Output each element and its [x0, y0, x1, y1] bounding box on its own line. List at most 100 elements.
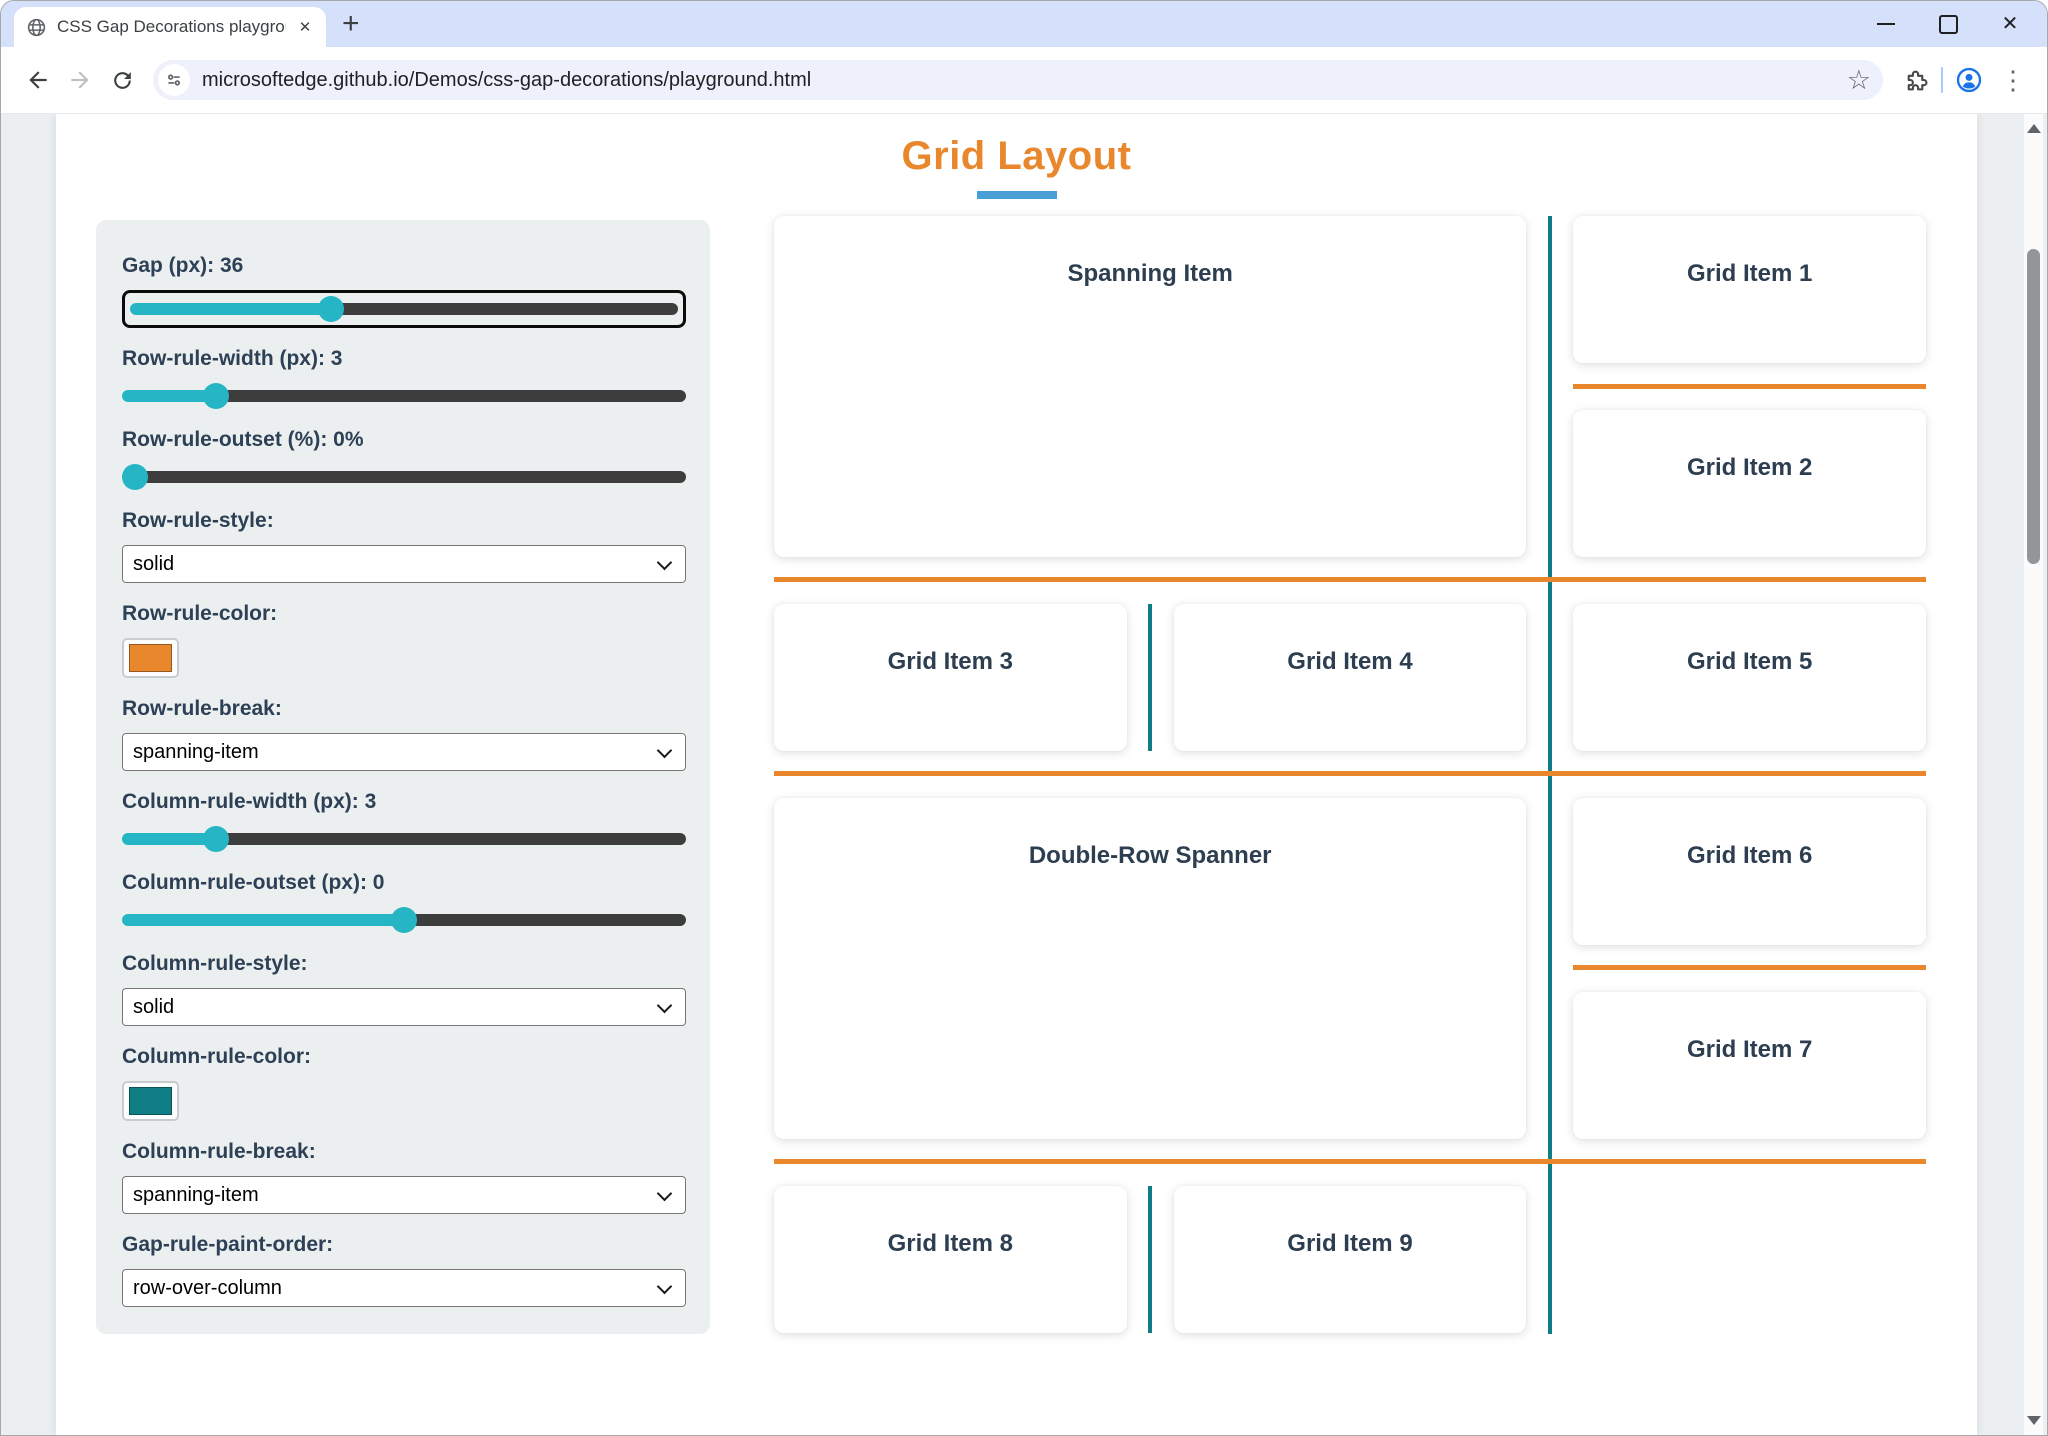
- tab-strip: CSS Gap Decorations playgroun ✕ + ✕: [1, 1, 2047, 47]
- row-rule-full-a: [774, 577, 1926, 582]
- column-rule-break-control: Column-rule-break: spanning-item: [122, 1140, 686, 1214]
- page-title: Grid Layout: [901, 134, 1132, 178]
- scrollbar-down-arrow-icon[interactable]: [2027, 1416, 2041, 1425]
- row-rule-outset-label: Row-rule-outset (%): 0%: [122, 428, 364, 451]
- gap-slider-focus-ring: [122, 290, 686, 328]
- maximize-button[interactable]: [1917, 1, 1979, 47]
- grid-card-5: Grid Item 5: [1573, 604, 1926, 751]
- grid-card-9: Grid Item 9: [1173, 1186, 1527, 1333]
- grid-card-3: Grid Item 3: [774, 604, 1127, 751]
- browser-tab[interactable]: CSS Gap Decorations playgroun ✕: [14, 7, 326, 47]
- close-button[interactable]: ✕: [2001, 13, 2019, 35]
- scrollbar-up-arrow-icon[interactable]: [2027, 124, 2041, 133]
- row-rule-width-slider[interactable]: [122, 383, 686, 409]
- row-rule-color-swatch: [129, 644, 172, 672]
- window-controls: ✕: [1855, 1, 2041, 47]
- column-rule-row6: [1148, 1186, 1152, 1333]
- grid-card-4: Grid Item 4: [1173, 604, 1527, 751]
- column-rule-outset-slider[interactable]: [122, 907, 686, 933]
- back-icon: [29, 71, 47, 89]
- site-info-button[interactable]: [158, 64, 190, 96]
- page-area: Grid Layout Gap (px): 36 Row-rule-width …: [1, 114, 2047, 1435]
- row-rule-style-select[interactable]: solid: [122, 545, 686, 583]
- maximize-icon: [1938, 14, 1958, 34]
- scrollbar-thumb[interactable]: [2027, 249, 2040, 564]
- page-content: Grid Layout Gap (px): 36 Row-rule-width …: [56, 114, 1977, 1435]
- browser-toolbar: microsoftedge.github.io/Demos/css-gap-de…: [1, 47, 2047, 114]
- tab-title: CSS Gap Decorations playgroun: [57, 17, 286, 36]
- column-rule-style-label: Column-rule-style:: [122, 952, 308, 975]
- reload-button[interactable]: [101, 59, 143, 101]
- row-rule-color-control: Row-rule-color:: [122, 602, 686, 678]
- main-layout: Gap (px): 36 Row-rule-width (px): 3 Row-…: [56, 216, 1977, 1334]
- vertical-scrollbar[interactable]: [2023, 114, 2043, 1435]
- grid-card-8: Grid Item 8: [774, 1186, 1127, 1333]
- column-rule-width-slider[interactable]: [122, 826, 686, 852]
- bookmark-star-icon[interactable]: ☆: [1846, 64, 1871, 95]
- row-rule-style-select-wrap: solid: [122, 545, 686, 583]
- gap-rule-paint-order-label: Gap-rule-paint-order:: [122, 1233, 334, 1256]
- row-rule-break-select[interactable]: spanning-item: [122, 733, 686, 771]
- column-rule-color-swatch: [129, 1087, 172, 1115]
- title-underline: [976, 191, 1057, 199]
- row-rule-width-label: Row-rule-width (px): 3: [122, 347, 343, 370]
- back-button[interactable]: [17, 59, 59, 101]
- row-rule-outset-slider[interactable]: [122, 464, 686, 490]
- column-rule-style-select-wrap: solid: [122, 988, 686, 1026]
- toolbar-separator: [1941, 67, 1943, 93]
- row-rule-full-c: [774, 1159, 1926, 1164]
- row-rule-color-label: Row-rule-color:: [122, 602, 278, 625]
- puzzle-icon: [1907, 70, 1927, 90]
- gap-control: Gap (px): 36: [122, 254, 686, 328]
- profile-avatar-icon: [1956, 67, 1982, 93]
- url-bar[interactable]: microsoftedge.github.io/Demos/css-gap-de…: [153, 60, 1883, 100]
- gap-rule-paint-order-control: Gap-rule-paint-order: row-over-column: [122, 1233, 686, 1307]
- column-rule-style-select[interactable]: solid: [122, 988, 686, 1026]
- column-rule-break-select[interactable]: spanning-item: [122, 1176, 686, 1214]
- globe-favicon-icon: [27, 18, 46, 36]
- forward-icon: [71, 71, 89, 89]
- row-rule-style-label: Row-rule-style:: [122, 509, 274, 532]
- browser-menu-button[interactable]: ⋮: [2000, 65, 2026, 95]
- row-rule-width-control: Row-rule-width (px): 3: [122, 347, 686, 409]
- new-tab-button[interactable]: +: [342, 7, 360, 40]
- gap-rule-paint-order-select[interactable]: row-over-column: [122, 1269, 686, 1307]
- column-rule-style-control: Column-rule-style: solid: [122, 952, 686, 1026]
- forward-button[interactable]: [59, 59, 101, 101]
- column-rule-width-label: Column-rule-width (px): 3: [122, 790, 377, 813]
- column-rule-outset-label: Column-rule-outset (px): 0: [122, 871, 385, 894]
- column-rule-color-control: Column-rule-color:: [122, 1045, 686, 1121]
- extensions-button[interactable]: [1893, 58, 1937, 102]
- url-text[interactable]: microsoftedge.github.io/Demos/css-gap-de…: [202, 68, 812, 91]
- grid-card-double-row-spanner: Double-Row Spanner: [774, 798, 1527, 1139]
- minimize-icon: [1877, 23, 1895, 25]
- column-rule-color-label: Column-rule-color:: [122, 1045, 311, 1068]
- grid-container: Spanning Item Grid Item 1 Grid Item 2 Gr…: [774, 216, 1926, 1334]
- grid-card-2: Grid Item 2: [1573, 410, 1926, 557]
- reload-icon: [113, 71, 131, 89]
- row-rule-break-control: Row-rule-break: spanning-item: [122, 697, 686, 771]
- gap-slider[interactable]: [130, 296, 678, 322]
- column-rule-row3: [1148, 604, 1152, 751]
- grid-card-spanning-item: Spanning Item: [774, 216, 1527, 557]
- row-rule-outset-control: Row-rule-outset (%): 0%: [122, 428, 686, 490]
- grid-card-7: Grid Item 7: [1573, 992, 1926, 1139]
- row-rule-col3-a: [1573, 384, 1926, 389]
- gap-label: Gap (px): 36: [122, 254, 244, 277]
- column-rule-outset-control: Column-rule-outset (px): 0: [122, 871, 686, 933]
- gap-rule-paint-order-select-wrap: row-over-column: [122, 1269, 686, 1307]
- column-rule-break-label: Column-rule-break:: [122, 1140, 316, 1163]
- row-rule-break-select-wrap: spanning-item: [122, 733, 686, 771]
- row-rule-col3-b: [1573, 965, 1926, 970]
- tab-close-icon[interactable]: ✕: [298, 19, 312, 36]
- profile-button[interactable]: [1947, 58, 1991, 102]
- row-rule-color-picker[interactable]: [122, 638, 179, 678]
- grid-card-1: Grid Item 1: [1573, 216, 1926, 363]
- column-rule-width-control: Column-rule-width (px): 3: [122, 790, 686, 852]
- grid-playground: Spanning Item Grid Item 1 Grid Item 2 Gr…: [774, 216, 1926, 1334]
- minimize-button[interactable]: [1855, 1, 1917, 47]
- row-rule-style-control: Row-rule-style: solid: [122, 509, 686, 583]
- column-rule-color-picker[interactable]: [122, 1081, 179, 1121]
- tune-icon: [168, 74, 181, 86]
